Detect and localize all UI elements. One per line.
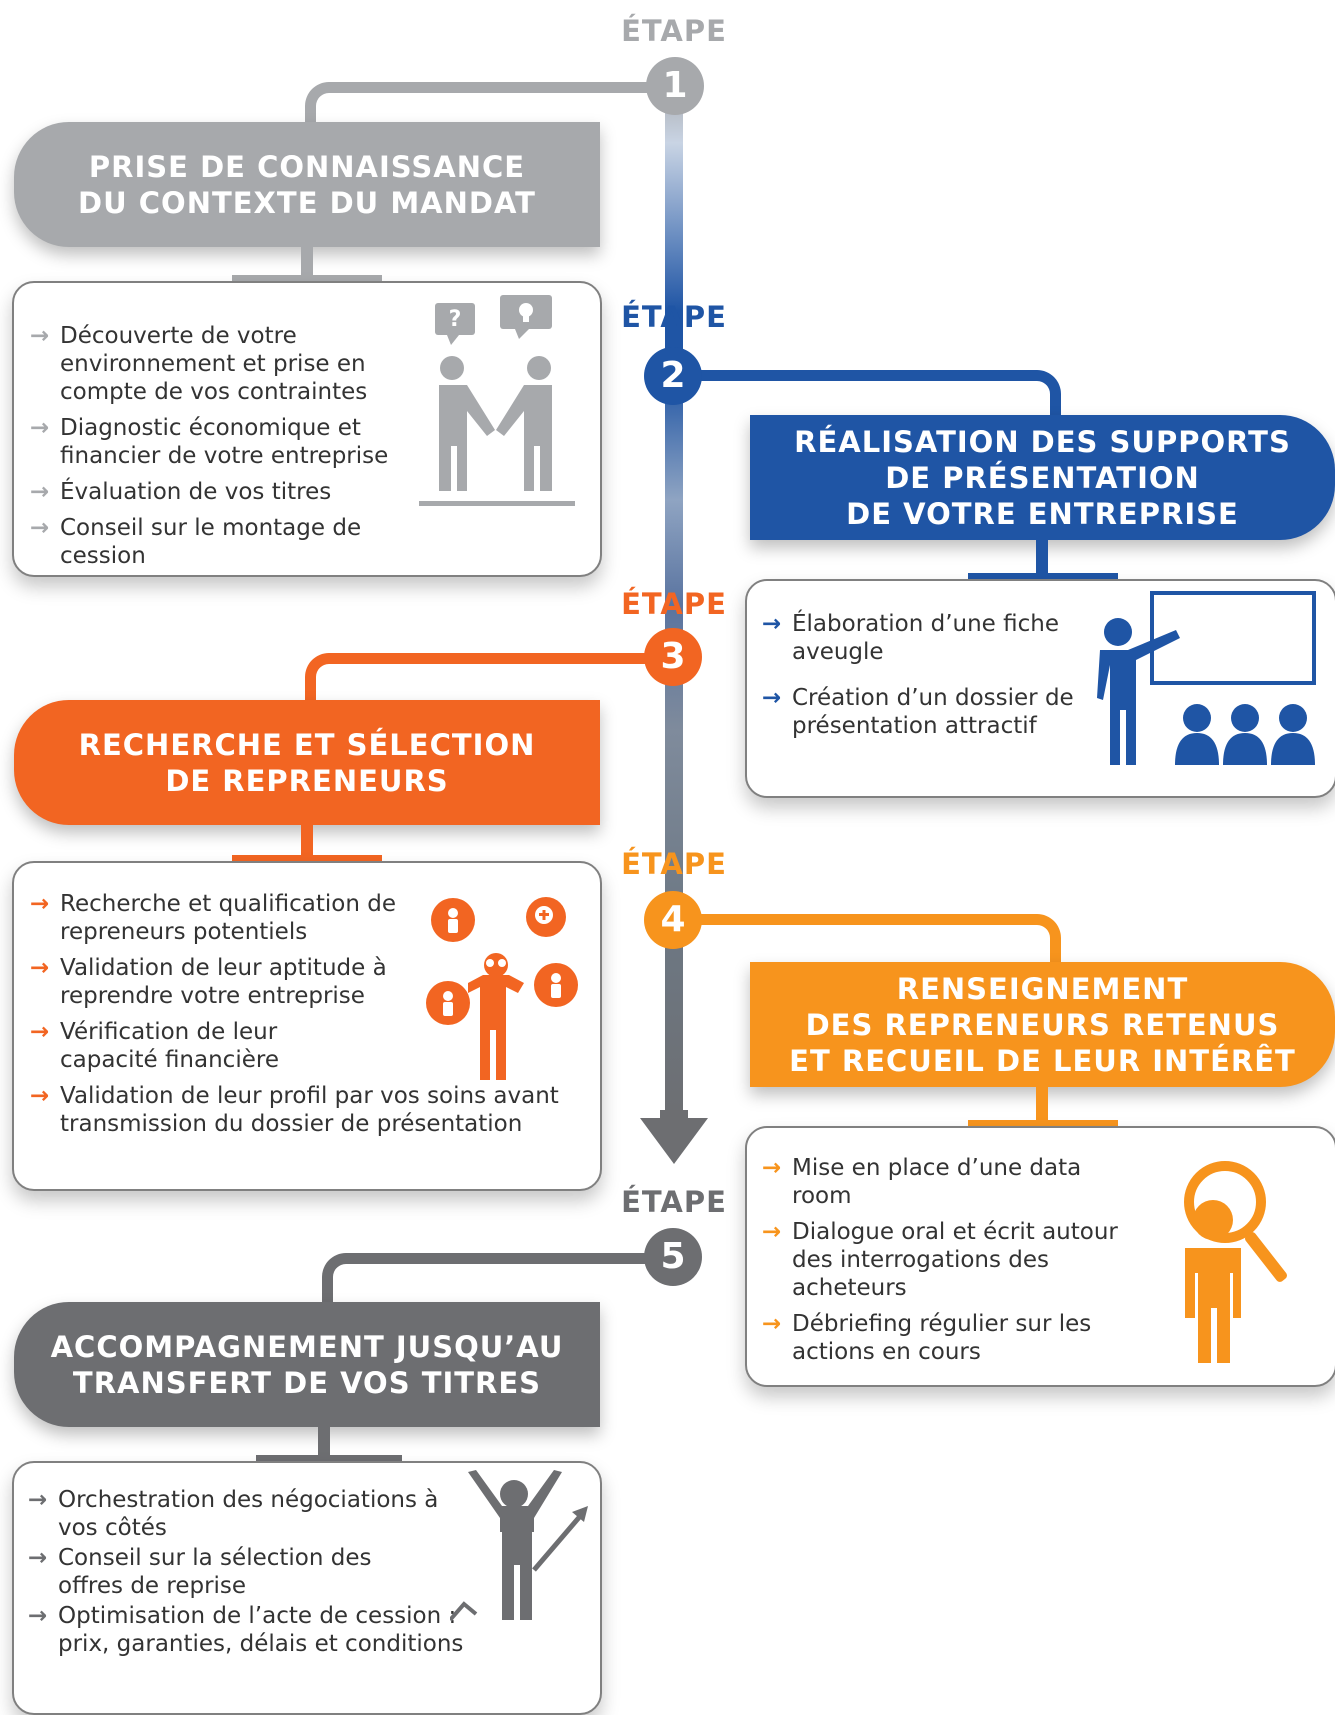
handshake-icon: ? (419, 295, 575, 506)
step4-title-line2: DES REPRENEURS RETENUS (805, 1007, 1280, 1042)
step5-connector (322, 1253, 676, 1314)
list-item: →Validation de leur aptitude à reprendre… (30, 955, 387, 1009)
step3-connector (305, 653, 676, 714)
list-item: →Débriefing régulier sur les actions en … (762, 1311, 1092, 1365)
list-item: →Conseil sur la sélection des offres de … (28, 1545, 372, 1599)
step1-stem (301, 247, 313, 275)
arrow-icon: → (30, 415, 50, 441)
step3-stem (301, 825, 313, 855)
arrow-icon: → (30, 891, 50, 917)
list-item: →Dialogue oral et écrit autour des inter… (762, 1219, 1118, 1301)
step1-label: ÉTAPE (621, 14, 727, 48)
step2-title-line2: DE PRÉSENTATION (885, 460, 1200, 495)
timeline-line (665, 80, 683, 1130)
search-people-icon (426, 897, 578, 1080)
step3-title-line1: RECHERCHE ET SÉLECTION (78, 727, 536, 762)
arrow-icon: → (762, 1219, 782, 1245)
step5-title-line1: ACCOMPAGNEMENT JUSQU’AU (50, 1329, 564, 1364)
step2-title-line3: DE VOTRE ENTREPRISE (846, 496, 1239, 531)
step5-number: 5 (644, 1228, 702, 1286)
step5-title-line2: TRANSFERT DE VOS TITRES (72, 1365, 542, 1400)
step1-connector (305, 82, 676, 138)
step1-list: →Découverte de votre environnement et pr… (30, 322, 410, 578)
step2-stem (1036, 540, 1048, 573)
step2-connector (680, 370, 1061, 426)
step5-label: ÉTAPE (621, 1185, 727, 1219)
step4-title-box: RENSEIGNEMENT DES REPRENEURS RETENUS ET … (750, 962, 1335, 1087)
step2-label: ÉTAPE (621, 300, 727, 334)
step3-bar (232, 855, 382, 866)
step4-stem (1036, 1087, 1048, 1120)
list-item: →Recherche et qualification de repreneur… (30, 891, 396, 945)
step1-number: 1 (646, 57, 704, 115)
step4-bar (968, 1120, 1118, 1131)
step1-bar (232, 275, 382, 286)
step4-label: ÉTAPE (621, 847, 727, 881)
step3-title-box: RECHERCHE ET SÉLECTION DE REPRENEURS (14, 700, 600, 825)
arrow-icon: → (762, 1155, 782, 1181)
svg-text:?: ? (449, 307, 462, 332)
step2-title-line1: RÉALISATION DES SUPPORTS (794, 424, 1291, 459)
step4-title-line3: ET RECUEIL DE LEUR INTÉRÊT (789, 1043, 1296, 1078)
list-item: →Mise en place d’une data room (762, 1155, 1082, 1209)
list-item: →Élaboration d’une fiche aveugle (762, 611, 1059, 665)
list-item: →Orchestration des négociations à vos cô… (28, 1487, 439, 1541)
arrow-icon: → (762, 611, 782, 637)
arrow-icon: → (28, 1603, 48, 1629)
arrow-icon: → (30, 1019, 50, 1045)
arrow-icon: → (30, 323, 50, 349)
step1-title-line1: PRISE DE CONNAISSANCE (88, 149, 526, 184)
step2-title-box: RÉALISATION DES SUPPORTS DE PRÉSENTATION… (750, 415, 1335, 540)
step2-number: 2 (644, 347, 702, 405)
list-item: →Évaluation de vos titres (30, 479, 332, 505)
list-item: →Diagnostic économique et financier de v… (30, 415, 389, 469)
arrow-icon: → (30, 955, 50, 981)
step3-title-line2: DE REPRENEURS (165, 763, 449, 798)
list-item: →Découverte de votre environnement et pr… (30, 323, 368, 405)
success-icon (450, 1470, 588, 1622)
magnifier-person-icon (1184, 1161, 1287, 1363)
step5-title-box: ACCOMPAGNEMENT JUSQU’AU TRANSFERT DE VOS… (14, 1302, 600, 1427)
step5-list: →Orchestration des négociations à vos cô… (28, 1486, 508, 1666)
step4-list: →Mise en place d’une data room →Dialogue… (762, 1154, 1142, 1374)
list-item: →Validation de leur profil par vos soins… (30, 1083, 559, 1137)
step1-title-line2: DU CONTEXTE DU MANDAT (78, 185, 536, 220)
arrow-icon: → (30, 479, 50, 505)
step5-bar (256, 1455, 402, 1466)
step3-number: 3 (644, 628, 702, 686)
step3-list: →Recherche et qualification de repreneur… (30, 890, 590, 1146)
step2-bar (968, 573, 1118, 584)
presentation-icon (1097, 591, 1316, 765)
list-item: →Conseil sur le montage de cession (30, 515, 362, 569)
arrow-icon: → (30, 515, 50, 541)
step5-stem (318, 1427, 330, 1455)
list-item: →Optimisation de l’acte de cession : pri… (28, 1603, 464, 1657)
step4-number: 4 (644, 891, 702, 949)
list-item: →Création d’un dossier de présentation a… (762, 685, 1074, 739)
step4-title-line1: RENSEIGNEMENT (896, 971, 1189, 1006)
list-item: →Vérification de leur capacité financièr… (30, 1019, 279, 1073)
arrow-icon: → (762, 685, 782, 711)
arrow-icon: → (28, 1487, 48, 1513)
timeline-arrowhead (640, 1118, 708, 1164)
arrow-icon: → (762, 1311, 782, 1337)
arrow-icon: → (30, 1083, 50, 1109)
arrow-icon: → (28, 1545, 48, 1571)
step2-list: →Élaboration d’une fiche aveugle →Créati… (762, 610, 1092, 748)
step4-connector (680, 914, 1061, 973)
step1-title-box: PRISE DE CONNAISSANCE DU CONTEXTE DU MAN… (14, 122, 600, 247)
step3-label: ÉTAPE (621, 587, 727, 621)
